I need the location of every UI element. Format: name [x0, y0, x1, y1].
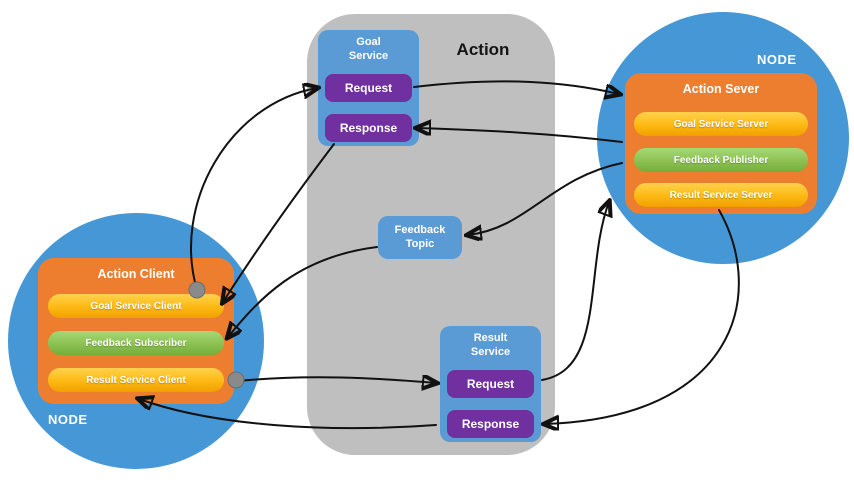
- feedback-publisher-pill: Feedback Publisher: [634, 148, 808, 172]
- result-service-server-pill: Result Service Server: [634, 183, 808, 207]
- goal-service-client-pill: Goal Service Client: [48, 294, 224, 318]
- action-client-box: Action Client Goal Service Client Feedba…: [38, 258, 234, 404]
- server-node-label: NODE: [757, 52, 797, 67]
- goal-service-server-pill: Goal Service Server: [634, 112, 808, 136]
- action-server-title: Action Sever: [682, 82, 760, 96]
- goal-service-label-line1: Goal: [356, 36, 381, 48]
- goal-service-label: Goal Service: [318, 35, 419, 63]
- result-service-label-line2: Service: [470, 346, 511, 358]
- feedback-topic-box: Feedback Topic: [378, 216, 462, 259]
- goal-request-box: Request: [325, 74, 412, 102]
- goal-response-box: Response: [325, 114, 412, 142]
- client-node-label: NODE: [48, 412, 88, 427]
- result-service-label-line1: Result: [473, 332, 508, 344]
- result-response-box: Response: [447, 410, 534, 438]
- feedback-topic-label: Feedback Topic: [378, 223, 462, 251]
- result-service-label: Result Service: [440, 331, 541, 359]
- action-client-title: Action Client: [97, 267, 175, 281]
- feedback-topic-label-line2: Topic: [405, 238, 435, 250]
- action-title: Action: [456, 40, 510, 59]
- goal-service-label-line2: Service: [348, 50, 389, 62]
- result-request-box: Request: [447, 370, 534, 398]
- goal-service-box: Goal Service Request Response: [318, 30, 419, 146]
- result-service-client-pill: Result Service Client: [48, 368, 224, 392]
- feedback-subscriber-pill: Feedback Subscriber: [48, 331, 224, 355]
- feedback-topic-label-line1: Feedback: [394, 224, 446, 236]
- action-server-box: Action Sever Goal Service Server Feedbac…: [625, 73, 817, 214]
- result-service-box: Result Service Request Response: [440, 326, 541, 442]
